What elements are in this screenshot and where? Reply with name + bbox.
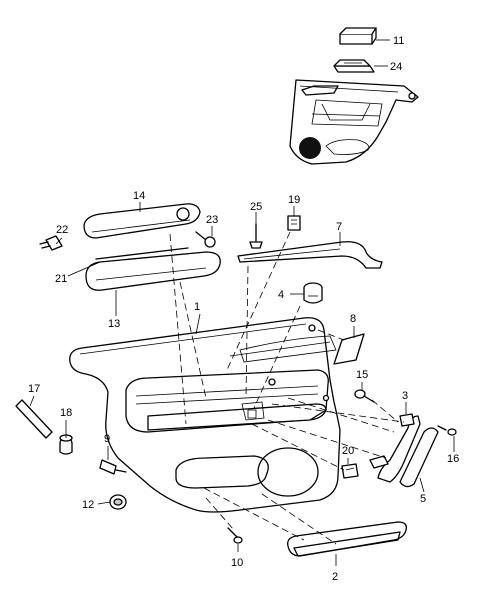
callout-11: 11 [393,35,404,47]
callout-14: 14 [133,190,145,202]
speaker-grille [257,447,319,497]
inset-speaker-grille [299,137,321,159]
part-23-screw [195,231,216,248]
part-17-rod [15,399,53,439]
callout-25: 25 [250,201,262,213]
callout-16: 16 [447,453,459,465]
part-7-sill-trim [237,241,383,269]
part-15-screw [354,389,375,403]
part-20-clip [341,463,359,479]
callout-7: 7 [336,221,342,233]
part-6-marker [247,409,257,419]
callout-4: 4 [278,289,284,301]
callout-1: 1 [194,301,200,313]
part-22-clip [39,235,63,251]
part-21-strip [95,247,189,260]
part-13-armrest-bracket [85,251,221,291]
leader-lines [29,39,455,566]
part-18-bush [59,434,73,455]
callout-12: 12 [82,499,94,511]
callout-5: 5 [420,493,426,505]
callout-2: 2 [332,571,338,583]
callout-23: 23 [206,214,218,226]
callout-24: 24 [390,61,402,73]
part-19-clip [287,215,301,231]
inset-door-overview [289,79,419,165]
callout-8: 8 [350,313,356,325]
part-10-screw [227,527,243,544]
callout-17: 17 [28,383,40,395]
callout-labels: 11 24 14 23 22 21 13 25 19 7 4 8 1 15 3 … [28,35,459,583]
callout-21: 21 [55,273,67,285]
callout-19: 19 [288,194,300,206]
callout-20: 20 [342,445,354,457]
callout-15: 15 [356,369,368,381]
callout-18: 18 [60,407,72,419]
part-8-tweeter-grille [333,333,365,365]
part-14-armrest-pad [83,203,201,239]
part-25-pin [249,223,263,249]
part-9-clip [99,459,127,475]
part-5-handle-cover [399,427,439,488]
part-11-cap [339,27,377,45]
callout-22: 22 [56,224,68,236]
part-16-screw [437,425,457,436]
part-4-round-clip [303,282,323,304]
callout-10: 10 [231,557,243,569]
callout-13: 13 [108,318,120,330]
part-2-lower-trim-strip [287,521,407,557]
part-24-frame [333,59,375,73]
callout-3: 3 [402,390,408,402]
part-3-pull-handle [369,413,421,483]
assembly-lines [169,231,405,545]
callout-9: 9 [104,433,110,445]
part-12-grommet [109,494,127,510]
part-1-door-trim-panel [69,317,341,513]
